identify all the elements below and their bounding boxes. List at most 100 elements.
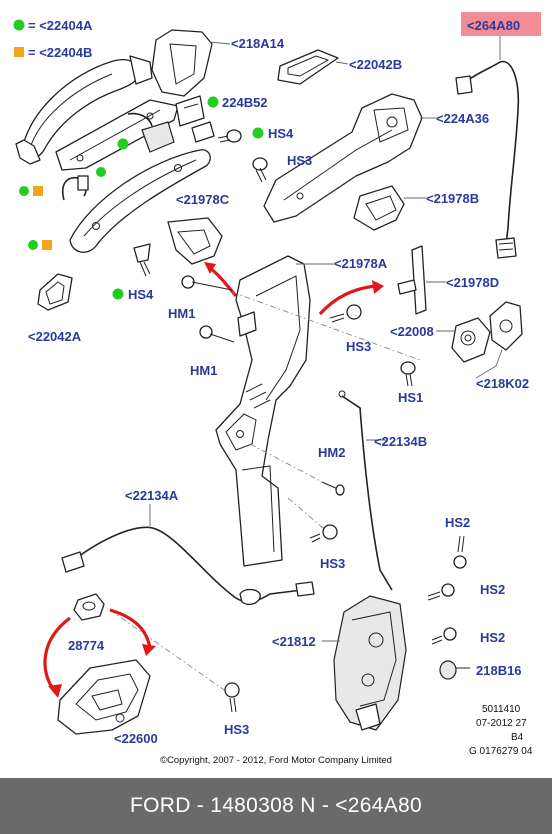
screw-hs4-top bbox=[217, 129, 242, 143]
marker-green-dot bbox=[117, 138, 129, 150]
label-hs3-top[interactable]: HS3 bbox=[287, 153, 312, 168]
label-28774[interactable]: 28774 bbox=[68, 638, 105, 653]
label-22134a[interactable]: <22134A bbox=[125, 488, 179, 503]
marker-green-dot bbox=[207, 96, 219, 108]
label-224b52[interactable]: 224B52 bbox=[222, 95, 268, 110]
part-22134a-cable bbox=[61, 526, 315, 606]
label-21978b[interactable]: <21978B bbox=[426, 191, 479, 206]
legend-orange-square bbox=[14, 47, 24, 57]
marker-green-dot bbox=[252, 127, 264, 139]
part-218b16 bbox=[439, 660, 470, 680]
label-hs4-top[interactable]: HS4 bbox=[268, 126, 294, 141]
part-22042b-gasket bbox=[277, 49, 339, 85]
rotation-arrow bbox=[43, 616, 71, 691]
screw-hs4-mid bbox=[133, 243, 151, 277]
screw-hs3-bot bbox=[224, 682, 240, 713]
drawing-number: 5011410 bbox=[482, 704, 521, 715]
part-21978c-cover bbox=[167, 217, 223, 265]
part-22134b-rod bbox=[338, 390, 393, 591]
marker-orange-square bbox=[42, 240, 52, 250]
highlight-box bbox=[461, 12, 541, 36]
arrow-head bbox=[204, 262, 216, 274]
part-21978d bbox=[397, 245, 427, 315]
label-264a80[interactable]: <264A80 bbox=[467, 18, 520, 33]
label-hs3-low[interactable]: HS3 bbox=[320, 556, 345, 571]
screw-hs2-c bbox=[431, 627, 457, 645]
label-22600[interactable]: <22600 bbox=[114, 731, 158, 746]
label-22134b[interactable]: <22134B bbox=[374, 434, 427, 449]
label-hs4-mid[interactable]: HS4 bbox=[128, 287, 154, 302]
label-hs2-b[interactable]: HS2 bbox=[480, 582, 505, 597]
small-clip bbox=[191, 121, 215, 143]
marker-green-dot bbox=[112, 288, 124, 300]
alignment-line bbox=[231, 291, 421, 361]
marker-orange-square bbox=[33, 186, 43, 196]
screw-hs2-a bbox=[453, 535, 467, 569]
marker-green-dot bbox=[19, 186, 29, 196]
part-22042a-gasket bbox=[37, 273, 73, 311]
part-22600-handle bbox=[57, 659, 151, 735]
label-218k02[interactable]: <218K02 bbox=[476, 376, 529, 391]
label-hm1-b[interactable]: HM1 bbox=[190, 363, 217, 378]
label-22042b[interactable]: <22042B bbox=[349, 57, 402, 72]
label-218b16[interactable]: 218B16 bbox=[476, 663, 522, 678]
part-218k02-gasket bbox=[489, 301, 523, 351]
rivet-hm1-b bbox=[199, 325, 235, 343]
alignment-line bbox=[287, 497, 331, 535]
part-264a80-cable bbox=[455, 60, 520, 259]
label-hs2-c[interactable]: HS2 bbox=[480, 630, 505, 645]
leader bbox=[335, 61, 349, 65]
label-hs1[interactable]: HS1 bbox=[398, 390, 423, 405]
marker-green-dot bbox=[28, 240, 38, 250]
part-218a14-cap bbox=[151, 29, 213, 97]
screw-hs3-top bbox=[252, 157, 268, 183]
label-21978c[interactable]: <21978C bbox=[176, 192, 230, 207]
leader bbox=[475, 349, 503, 379]
marker-green-dot bbox=[96, 167, 106, 177]
connector-plug bbox=[77, 175, 89, 191]
legend-22404b: = <22404B bbox=[28, 45, 92, 60]
label-21978d[interactable]: <21978D bbox=[446, 275, 499, 290]
legend-green-dot bbox=[13, 19, 25, 31]
part-28774-cap bbox=[73, 593, 105, 621]
label-22042a[interactable]: <22042A bbox=[28, 329, 82, 344]
part-21812-latch bbox=[333, 595, 407, 731]
arrow-head bbox=[142, 644, 156, 656]
label-hs3-bot[interactable]: HS3 bbox=[224, 722, 249, 737]
screw-hs3-mid bbox=[329, 304, 362, 323]
diagram-canvas: = <22404A = <22404B <264A80 <218A14 bbox=[13, 12, 541, 766]
label-hm2[interactable]: HM2 bbox=[318, 445, 345, 460]
part-21978b bbox=[353, 185, 405, 231]
handle-bracket bbox=[69, 149, 211, 253]
part-number-text: FORD - 1480308 N - <264A80 bbox=[129, 794, 423, 817]
label-224a36[interactable]: <224A36 bbox=[436, 111, 489, 126]
rotation-arrow bbox=[318, 284, 377, 316]
latch-switch bbox=[127, 112, 175, 153]
arrow-head bbox=[372, 280, 384, 294]
rotation-arrow bbox=[109, 608, 152, 649]
label-21812[interactable]: <21812 bbox=[272, 634, 316, 649]
rivet-hm1-a bbox=[181, 275, 233, 291]
label-hm1-a[interactable]: HM1 bbox=[168, 306, 195, 321]
leader bbox=[209, 41, 231, 45]
alignment-line bbox=[249, 443, 331, 487]
label-22008[interactable]: <22008 bbox=[390, 324, 434, 339]
screw-hs3-low bbox=[309, 524, 338, 543]
copyright: ©Copyright, 2007 - 2012, Ford Motor Comp… bbox=[160, 755, 392, 766]
rivet-hm2 bbox=[321, 481, 345, 496]
screw-hs1 bbox=[400, 361, 416, 387]
part-224b52 bbox=[175, 95, 205, 127]
arrow-head bbox=[48, 684, 62, 698]
label-hs2-a[interactable]: HS2 bbox=[445, 515, 470, 530]
exploded-parts-diagram: = <22404A = <22404B <264A80 <218A14 bbox=[13, 12, 541, 766]
drawing-sheet: B4 bbox=[511, 732, 524, 743]
part-21978a-bracket bbox=[215, 255, 311, 567]
label-hs3-mid[interactable]: HS3 bbox=[346, 339, 371, 354]
legend-22404a: = <22404A bbox=[28, 18, 93, 33]
exterior-handle bbox=[15, 55, 153, 165]
label-21978a[interactable]: <21978A bbox=[334, 256, 388, 271]
drawing-ref: G 0176279 04 bbox=[469, 746, 533, 757]
handle-frame bbox=[55, 99, 179, 171]
label-218a14[interactable]: <218A14 bbox=[231, 36, 285, 51]
screw-hs2-b bbox=[427, 583, 455, 601]
